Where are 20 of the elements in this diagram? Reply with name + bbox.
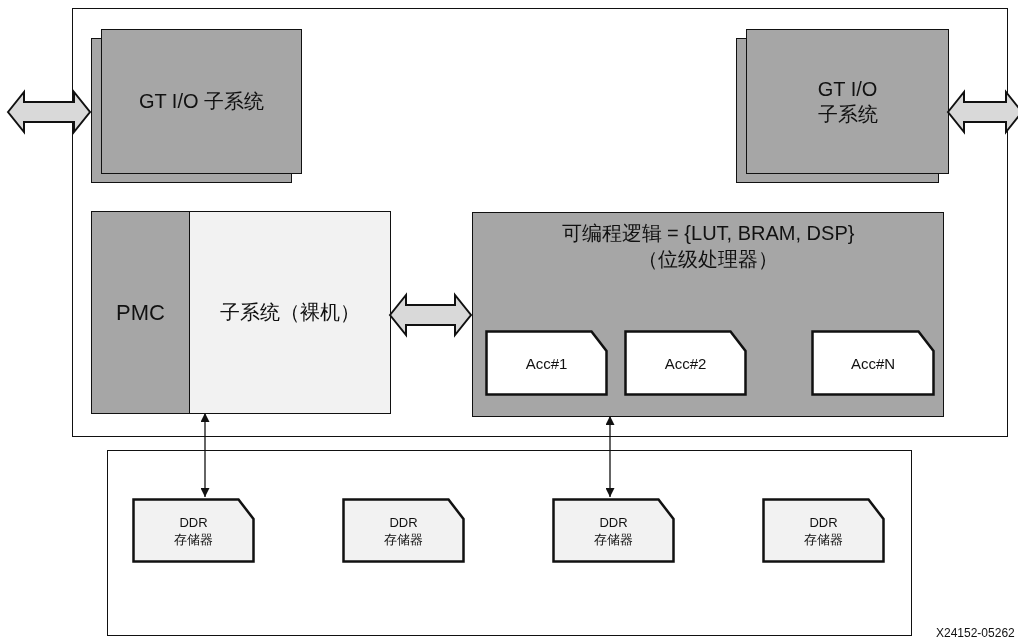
heading-text: （位级处理器） — [637, 247, 779, 272]
arrow — [200, 412, 210, 498]
accelerator-box: Acc#2 — [624, 330, 747, 396]
arrow — [605, 415, 615, 498]
accelerator-box: Acc#N — [811, 330, 935, 396]
device-frame — [107, 450, 912, 636]
device-frame — [72, 8, 1008, 437]
accelerator-box: Acc#1 — [485, 330, 608, 396]
processor-box: 子系统（裸机） — [189, 211, 391, 414]
figure-number: X24152-05262 — [936, 626, 1015, 640]
double-arrow — [946, 89, 1018, 135]
memory-box: DDR 存储器 — [552, 498, 675, 563]
memory-box: DDR 存储器 — [762, 498, 885, 563]
heading-text: 可编程逻辑 = {LUT, BRAM, DSP} — [560, 221, 856, 246]
memory-box: DDR 存储器 — [342, 498, 465, 563]
logic-box — [472, 212, 944, 417]
double-arrow — [388, 292, 473, 338]
double-arrow — [6, 89, 92, 135]
memory-box: DDR 存储器 — [132, 498, 255, 563]
pmc-box: PMC — [91, 211, 190, 414]
